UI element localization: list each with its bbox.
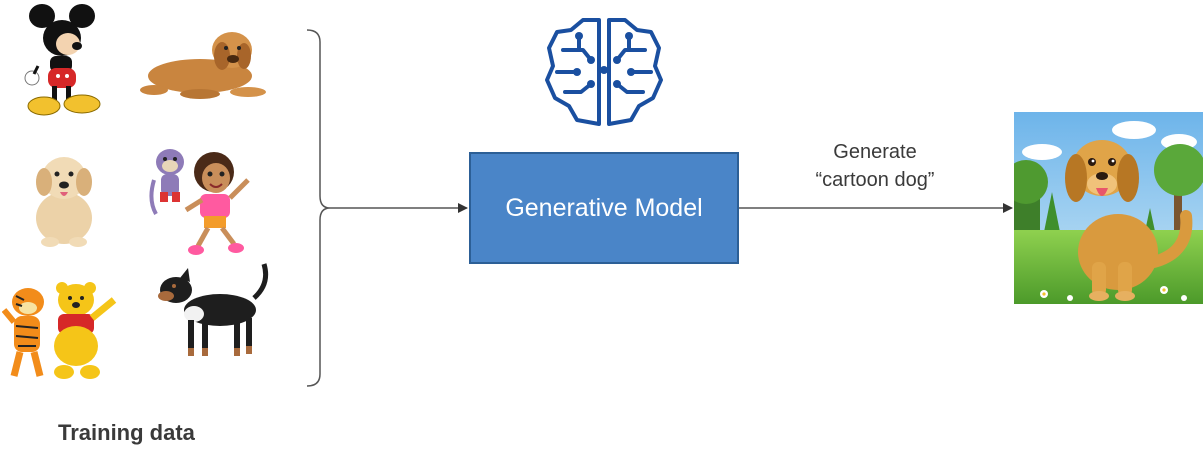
generative-model-label: Generative Model	[505, 193, 703, 222]
lying-dog-icon	[140, 32, 266, 99]
tigger-pooh-icon	[2, 282, 117, 379]
puppy-icon	[36, 157, 92, 247]
training-data-label: Training data	[58, 420, 195, 445]
prompt-label: Generate “cartoon dog”	[770, 138, 980, 194]
training-brace	[306, 29, 331, 387]
generative-model-box: Generative Model	[469, 152, 739, 264]
prompt-line-2: “cartoon dog”	[815, 169, 935, 191]
standing-dog-icon	[158, 263, 269, 356]
prompt-line-1: Generate	[833, 141, 917, 163]
mickey-mouse-icon	[24, 4, 101, 116]
cartoon-dog-image	[1014, 112, 1203, 304]
brain-circuit-icon	[545, 18, 663, 126]
dora-boots-icon	[149, 149, 250, 255]
